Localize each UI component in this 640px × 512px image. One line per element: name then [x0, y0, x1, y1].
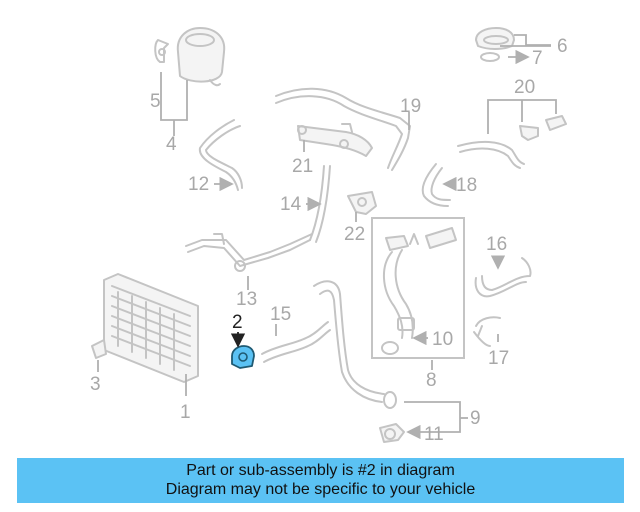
banner-line-1: Part or sub-assembly is #2 in diagram — [186, 462, 455, 479]
radiator — [103, 273, 199, 383]
callout-10: 10 — [432, 329, 453, 350]
highlighted-part-2 — [231, 345, 255, 369]
callout-13: 13 — [236, 289, 257, 310]
callout-11: 11 — [424, 424, 444, 445]
callout-9: 9 — [470, 408, 481, 429]
callout-14: 14 — [280, 194, 302, 215]
lower-hose-set — [457, 115, 567, 169]
banner-line-2: Diagram may not be specific to your vehi… — [165, 481, 476, 498]
callout-19: 19 — [400, 96, 421, 117]
small-hose — [473, 316, 501, 347]
callout-8: 8 — [426, 370, 437, 391]
radiator-mount-bracket — [91, 339, 107, 359]
callout-1: 1 — [180, 402, 191, 423]
callout-16: 16 — [486, 234, 507, 255]
callout-18: 18 — [456, 175, 477, 196]
callout-2: 2 — [232, 312, 243, 333]
upper-hose — [275, 87, 411, 171]
callout-6: 6 — [557, 36, 568, 57]
hose-kit-group — [371, 217, 465, 359]
callout-4: 4 — [166, 134, 177, 155]
callout-20: 20 — [514, 77, 535, 98]
callout-3: 3 — [90, 374, 101, 395]
heater-hose — [421, 163, 451, 207]
lower-radiator-hose — [313, 280, 397, 409]
hose-fitting — [379, 423, 405, 443]
info-banner: Part or sub-assembly is #2 in diagram Di… — [17, 458, 624, 503]
radiator-hose-small — [261, 321, 331, 363]
callout-7: 7 — [532, 48, 543, 69]
coolant-reservoir — [154, 27, 226, 87]
callout-22: 22 — [344, 224, 365, 245]
callout-17: 17 — [488, 348, 509, 369]
callout-15: 15 — [270, 304, 291, 325]
radiator-hose-upper — [474, 257, 532, 298]
callout-12: 12 — [188, 174, 209, 195]
callout-21: 21 — [292, 156, 313, 177]
thermostat-housing — [347, 191, 377, 215]
callout-5: 5 — [150, 91, 161, 112]
parts-diagram: 5 4 6 7 20 19 21 12 18 14 22 16 13 15 10… — [90, 27, 568, 445]
reservoir-cap — [475, 27, 515, 62]
coolant-pipe-assembly — [297, 123, 373, 157]
coolant-hose-bracket — [185, 233, 313, 272]
